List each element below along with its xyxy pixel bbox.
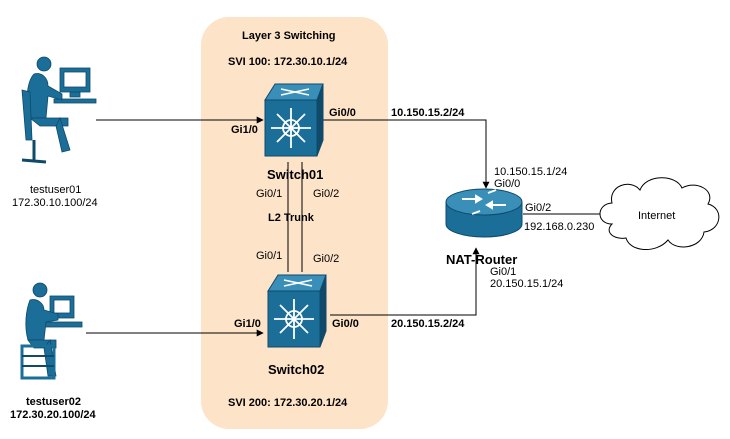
link-sw1-router-ip: 10.150.15.2/24 — [391, 107, 465, 119]
links — [86, 116, 610, 337]
internet-label: Internet — [638, 210, 676, 222]
switch01-gi00-label: Gi0/0 — [329, 107, 356, 119]
user2-icon — [20, 282, 83, 380]
link-switch01-router — [322, 119, 490, 189]
router-gi02-ip: 192.168.0.230 — [524, 221, 595, 233]
router-gi02-label: Gi0/2 — [525, 202, 552, 214]
router-gi00-ip: 10.150.15.1/24 — [494, 166, 568, 178]
router-gi00-label: Gi0/0 — [494, 178, 521, 190]
router-gi01-ip: 20.150.15.1/24 — [490, 278, 564, 290]
cloud-icon — [599, 177, 720, 250]
user1-name: testuser01 — [30, 184, 82, 196]
switch01-icon — [264, 83, 324, 157]
router-name: NAT-Router — [446, 252, 518, 267]
user1-icon — [21, 56, 97, 164]
switch02-name: Switch02 — [268, 362, 325, 377]
switch02-gi01-label: Gi0/1 — [256, 250, 283, 262]
link-sw2-router-ip: 20.150.15.2/24 — [391, 318, 465, 330]
user2-ip: 172.30.20.100/24 — [10, 409, 96, 421]
switch02-gi00-label: Gi0/0 — [332, 318, 359, 330]
user2-name: testuser02 — [26, 396, 82, 408]
switch01-gi10-label: Gi1/0 — [231, 124, 258, 136]
router-icon — [445, 188, 523, 238]
switch01-gi02-label: Gi0/2 — [313, 188, 340, 200]
switch02-icon — [267, 274, 327, 348]
trunk-label: L2 Trunk — [268, 212, 314, 224]
router-gi01-label: Gi0/1 — [490, 266, 517, 278]
user1-ip: 172.30.10.100/24 — [12, 197, 98, 209]
svi-100-label: SVI 100: 172.30.10.1/24 — [228, 56, 348, 68]
link-switch02-router — [330, 247, 480, 316]
zone-title: Layer 3 Switching — [242, 30, 336, 42]
switch01-gi01-label: Gi0/1 — [256, 188, 283, 200]
switch02-gi02-label: Gi0/2 — [313, 253, 340, 265]
svi-200-label: SVI 200: 172.30.20.1/24 — [228, 397, 348, 409]
switch02-gi10-label: Gi1/0 — [234, 318, 261, 330]
switch01-name: Switch01 — [267, 167, 324, 182]
